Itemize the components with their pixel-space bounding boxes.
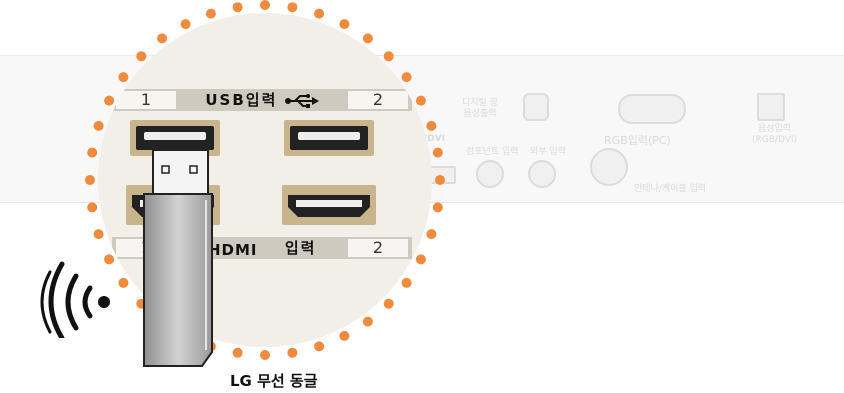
usb-input-title: USB입력 (172, 89, 352, 111)
hdmi-port-2 (282, 185, 376, 225)
outline-dot (157, 33, 168, 44)
outline-dot (180, 19, 191, 30)
external-port (528, 160, 556, 188)
usb-port-2 (284, 120, 374, 156)
outline-dot (287, 347, 298, 358)
usb-label-bar: 1 USB입력 2 (112, 89, 412, 111)
outline-dot (205, 8, 216, 19)
rgb-pc-port (618, 94, 686, 124)
outline-dot (314, 341, 325, 352)
outline-dot (401, 277, 412, 288)
outline-dot (118, 72, 129, 83)
hdmi-input-label: 입력 (284, 239, 317, 257)
outline-dot (362, 33, 373, 44)
outline-dot (415, 95, 426, 106)
hdmi-input-title: HDMI 입력 (172, 237, 352, 259)
external-input-label: 외부 입력 (530, 147, 566, 157)
antenna-port (590, 148, 628, 186)
hdmi-port-2-number: 2 (348, 239, 408, 257)
outline-dot (432, 147, 443, 158)
outline-dot (432, 202, 443, 213)
usb-port-1-number: 1 (116, 91, 176, 109)
usb-port-2-number: 2 (348, 91, 408, 109)
outline-dot (93, 120, 104, 131)
component-port (476, 160, 504, 188)
audio-in-label: 음성입력 (RGB/DVI) (752, 124, 798, 145)
outline-dot (260, 350, 270, 360)
outline-dot (435, 175, 445, 185)
rgb-input-label: RGB입력(PC) (604, 134, 671, 147)
dvi-label: /DVI (424, 134, 446, 144)
optical-audio-port (523, 93, 549, 121)
outline-dot (426, 229, 437, 240)
outline-dot (426, 120, 437, 131)
usb-icon (284, 93, 319, 108)
wifi-signal-icon (40, 261, 110, 338)
outline-dot (383, 51, 394, 62)
digital-audio-out-label: 디지털 광 음성출력 (462, 98, 498, 119)
outline-dot (383, 298, 394, 309)
outline-dot (339, 19, 350, 30)
component-input-label: 컴포넌트 입력 (466, 147, 519, 157)
outline-dot (118, 277, 129, 288)
outline-dot (104, 254, 115, 265)
outline-dot (85, 175, 95, 185)
outline-dot (93, 229, 104, 240)
outline-dot (314, 8, 325, 19)
hdmi-logo-text: HDMI (208, 242, 258, 256)
antenna-cable-label: 안테나/케이블 입력 (634, 184, 707, 194)
outline-dot (104, 95, 115, 106)
dongle-caption: LG 무선 동글 (230, 372, 318, 390)
outline-dot (87, 147, 98, 158)
outline-dot (232, 347, 243, 358)
outline-dot (415, 254, 426, 265)
outline-dot (232, 2, 243, 13)
outline-dot (136, 51, 147, 62)
outline-dot (260, 0, 270, 10)
outline-dot (287, 2, 298, 13)
audio-in-port (757, 93, 785, 121)
outline-dot (401, 72, 412, 83)
outline-dot (362, 316, 373, 327)
outline-dot (339, 330, 350, 341)
wireless-dongle (143, 149, 213, 367)
usb-input-label: USB입력 (205, 91, 278, 109)
hdmi-logo: HDMI (208, 241, 258, 259)
outline-dot (87, 202, 98, 213)
